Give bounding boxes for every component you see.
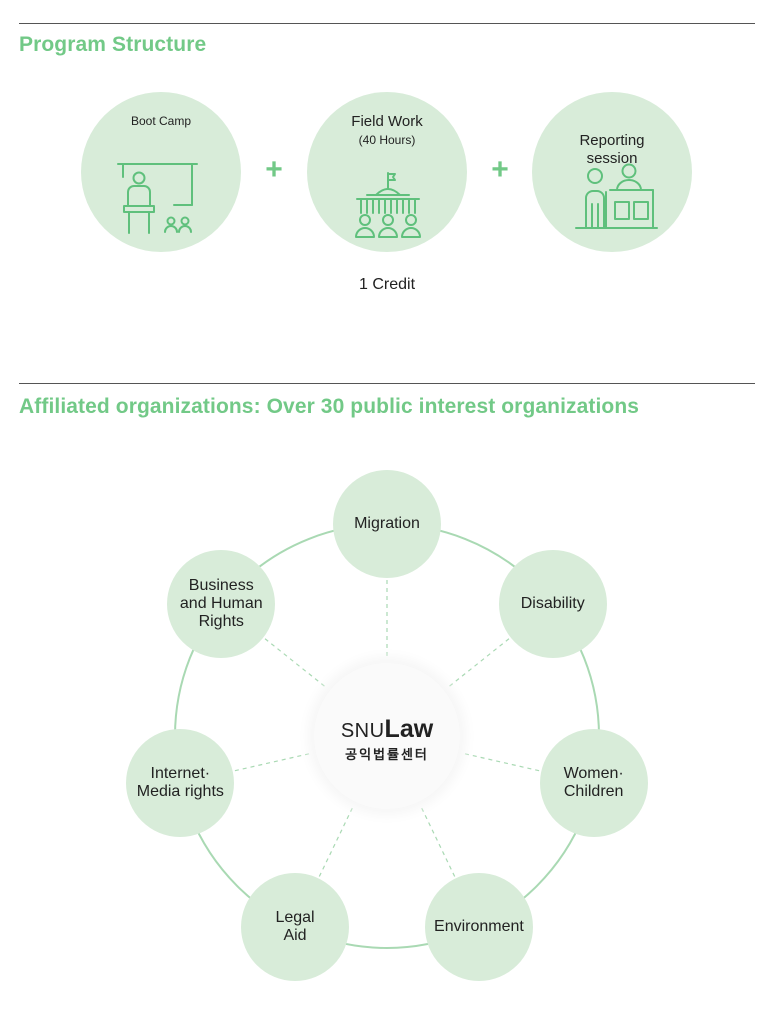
connector-line [449,637,511,687]
step-reporting-session-label: Reporting session [579,132,645,167]
connector-line [263,637,325,687]
org-node-disability: Disability [498,549,607,658]
org-node-internet-media-rights: Internet· Media rights [126,729,235,838]
snulaw-center-hub: SNULaw 공익법률센터 [314,663,460,809]
step-boot-camp-label: Boot Camp [130,114,192,128]
logo-snu-text: SNU [340,720,385,742]
teacher-lecture-icon [117,163,198,234]
plus-sign-2: + [491,153,509,186]
step-boot-camp: Boot Camp [81,92,241,252]
presentation-desk-icon [575,163,658,229]
affiliated-title: Affiliated organizations: Over 30 public… [19,395,640,418]
step-field-work-label: Field Work [351,113,423,130]
org-node-legal-aid: Legal Aid [241,873,350,981]
logo-law-text: Law [384,715,434,743]
step-field-work-hours: (40 Hours) [358,133,416,147]
plus-sign-1: + [265,153,283,186]
program-structure-title: Program Structure [19,33,207,56]
connector-line [317,807,353,879]
top-divider [19,23,755,24]
logo-subtitle-korean: 공익법률센터 [345,748,429,763]
org-node-women-children: Women· Children [539,729,648,838]
snulaw-logo: SNULaw [314,715,460,744]
step-field-work: Field Work (40 Hours) [307,92,467,252]
connector-line [421,807,457,879]
credit-label: 1 Credit [358,276,416,293]
institution-group-icon [355,172,421,238]
middle-divider [19,383,755,384]
org-node-migration: Migration [333,470,441,578]
org-node-business-and-human-rights: Business and Human Rights [167,549,276,658]
connector-line [232,753,310,772]
step-reporting-session: Reporting session [532,92,692,252]
connector-line [464,753,542,772]
org-node-environment: Environment [424,873,533,981]
